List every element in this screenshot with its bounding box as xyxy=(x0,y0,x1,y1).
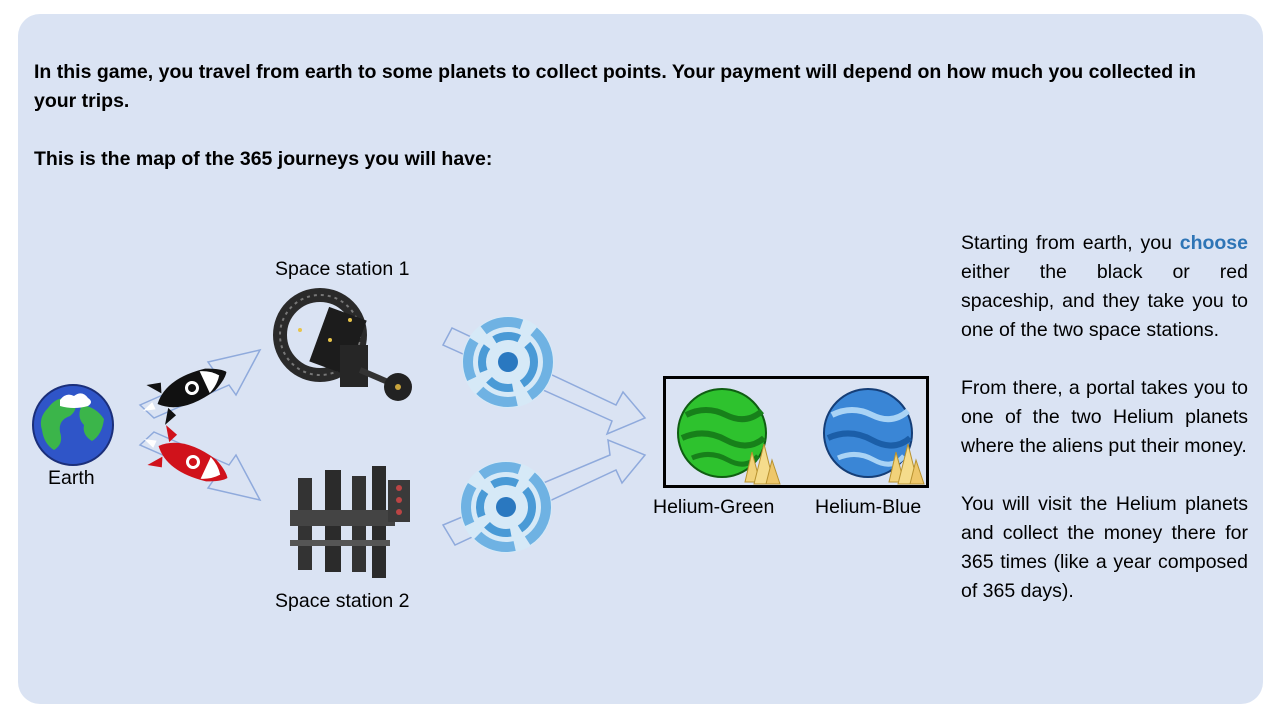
p1-after: either the black or red spaceship, and t… xyxy=(961,261,1248,341)
black-rocket-icon xyxy=(143,368,227,425)
space-station-1-icon xyxy=(273,288,412,401)
choose-emphasis: choose xyxy=(1179,232,1248,254)
intro-text: In this game, you travel from earth to s… xyxy=(34,58,1214,174)
planet-green-label: Helium-Green xyxy=(653,496,775,518)
crystal-icon xyxy=(888,443,925,485)
planets-box xyxy=(663,376,929,488)
instructions-paragraph-3: You will visit the Helium planets and co… xyxy=(961,493,1248,602)
portal-icon xyxy=(462,316,554,408)
station-2-label: Space station 2 xyxy=(275,590,410,612)
instructions-paragraph-2: From there, a portal takes you to one of… xyxy=(961,377,1248,457)
intro-line-1: In this game, you travel from earth to s… xyxy=(34,61,1196,112)
p1-before: Starting from earth, you xyxy=(961,232,1180,254)
earth-label: Earth xyxy=(48,467,95,489)
instructions-paragraph-1: Starting from earth, you choose either t… xyxy=(961,229,1248,345)
instructions-text: Starting from earth, you choose either t… xyxy=(961,229,1248,635)
crystal-icon xyxy=(744,443,781,485)
planet-blue-label: Helium-Blue xyxy=(815,496,922,518)
intro-line-2: This is the map of the 365 journeys you … xyxy=(34,148,493,170)
portal-icon xyxy=(460,461,552,553)
earth-icon xyxy=(32,384,114,466)
green-planet-icon xyxy=(677,388,767,478)
space-station-2-icon xyxy=(290,466,410,578)
red-rocket-icon xyxy=(144,425,228,482)
station-1-label: Space station 1 xyxy=(275,258,410,280)
blue-planet-icon xyxy=(823,388,913,478)
